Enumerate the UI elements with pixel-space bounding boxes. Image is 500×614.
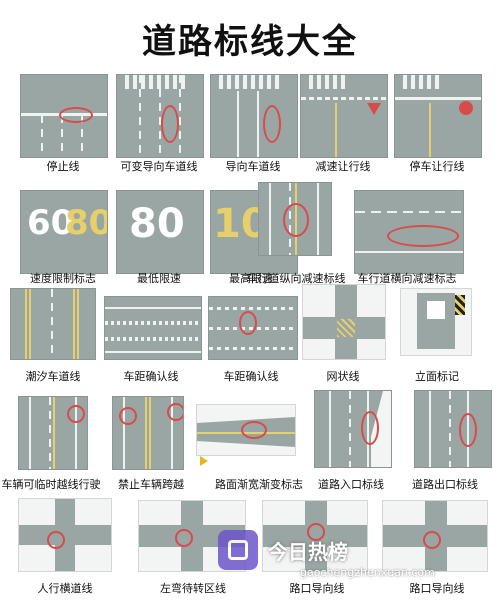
variable-lane-image xyxy=(116,74,204,158)
label-speed-limit: 速度限制标志 xyxy=(30,272,96,285)
no-cross-image xyxy=(112,396,184,470)
watermark-url: gaochengzhenxuan.com xyxy=(300,566,435,579)
stop-sign-icon xyxy=(459,101,473,115)
label-elevation-mark: 立面标记 xyxy=(415,370,459,383)
label-junction-guide-2: 路口导向线 xyxy=(409,582,465,595)
tidal-lane-image xyxy=(10,288,96,360)
label-grid-line: 网状线 xyxy=(326,370,360,383)
label-stop-yield: 停车让行线 xyxy=(409,160,465,173)
label-yield-line: 减速让行线 xyxy=(315,160,371,173)
junction-guide-2-image xyxy=(382,500,488,572)
label-lateral-decel: 车行道横向减速标志 xyxy=(357,272,457,285)
distance-confirm-2-image xyxy=(208,296,298,360)
crosswalk-image xyxy=(18,498,112,572)
label-guide-lane: 导向车道线 xyxy=(225,160,281,173)
label-junction-guide-1: 路口导向线 xyxy=(289,582,345,595)
speed-limit-image: 60 80 xyxy=(20,190,108,274)
exit-line-image xyxy=(414,390,492,468)
label-crosswalk: 人行横道线 xyxy=(37,582,93,595)
speed-number-white: 60 xyxy=(27,203,75,243)
junction-guide-1-image xyxy=(262,500,368,572)
min-speed-number: 80 xyxy=(129,201,185,247)
label-temp-cross: 车辆可临时越线行驶 xyxy=(1,478,101,491)
stop-yield-image xyxy=(394,74,482,158)
label-distance-confirm-1: 车距确认线 xyxy=(123,370,179,383)
yield-triangle-icon xyxy=(367,103,381,115)
distance-confirm-1-image xyxy=(104,296,202,360)
page-title: 道路标线大全 xyxy=(142,22,358,62)
entrance-line-image xyxy=(314,390,392,468)
label-tidal-lane: 潮汐车道线 xyxy=(25,370,81,383)
yield-line-image xyxy=(300,74,388,158)
label-widening: 路面渐宽渐变标志 xyxy=(215,478,303,491)
lateral-decel-image xyxy=(354,190,464,274)
guide-lane-image xyxy=(210,74,298,158)
stop-line-image xyxy=(20,74,108,158)
elevation-mark-image xyxy=(400,288,472,356)
widening-image xyxy=(196,404,296,456)
temp-cross-image xyxy=(18,396,88,470)
label-entrance-line: 道路入口标线 xyxy=(318,478,384,491)
label-stop-line: 停止线 xyxy=(46,160,80,173)
label-max-speed: 最高限速 xyxy=(229,272,273,285)
speed-number-yellow: 80 xyxy=(65,203,108,243)
label-exit-line: 道路出口标线 xyxy=(412,478,478,491)
label-no-cross: 禁止车辆跨越 xyxy=(118,478,184,491)
brand-logo-icon xyxy=(218,530,258,570)
label-distance-confirm-2: 车距确认线 xyxy=(223,370,279,383)
label-left-turn-wait: 左弯待转区线 xyxy=(160,582,226,595)
min-speed-image: 80 xyxy=(116,190,204,274)
label-longitudinal-decel: 车行道纵向减速标线 xyxy=(246,272,346,285)
watermark-brand: 今日热榜 xyxy=(268,540,348,564)
longitudinal-decel-image xyxy=(258,182,332,256)
label-variable-lane: 可变导向车道线 xyxy=(120,160,198,173)
warning-triangle-icon xyxy=(200,456,208,466)
grid-line-image xyxy=(302,284,386,360)
label-min-speed: 最低限速 xyxy=(137,272,181,285)
